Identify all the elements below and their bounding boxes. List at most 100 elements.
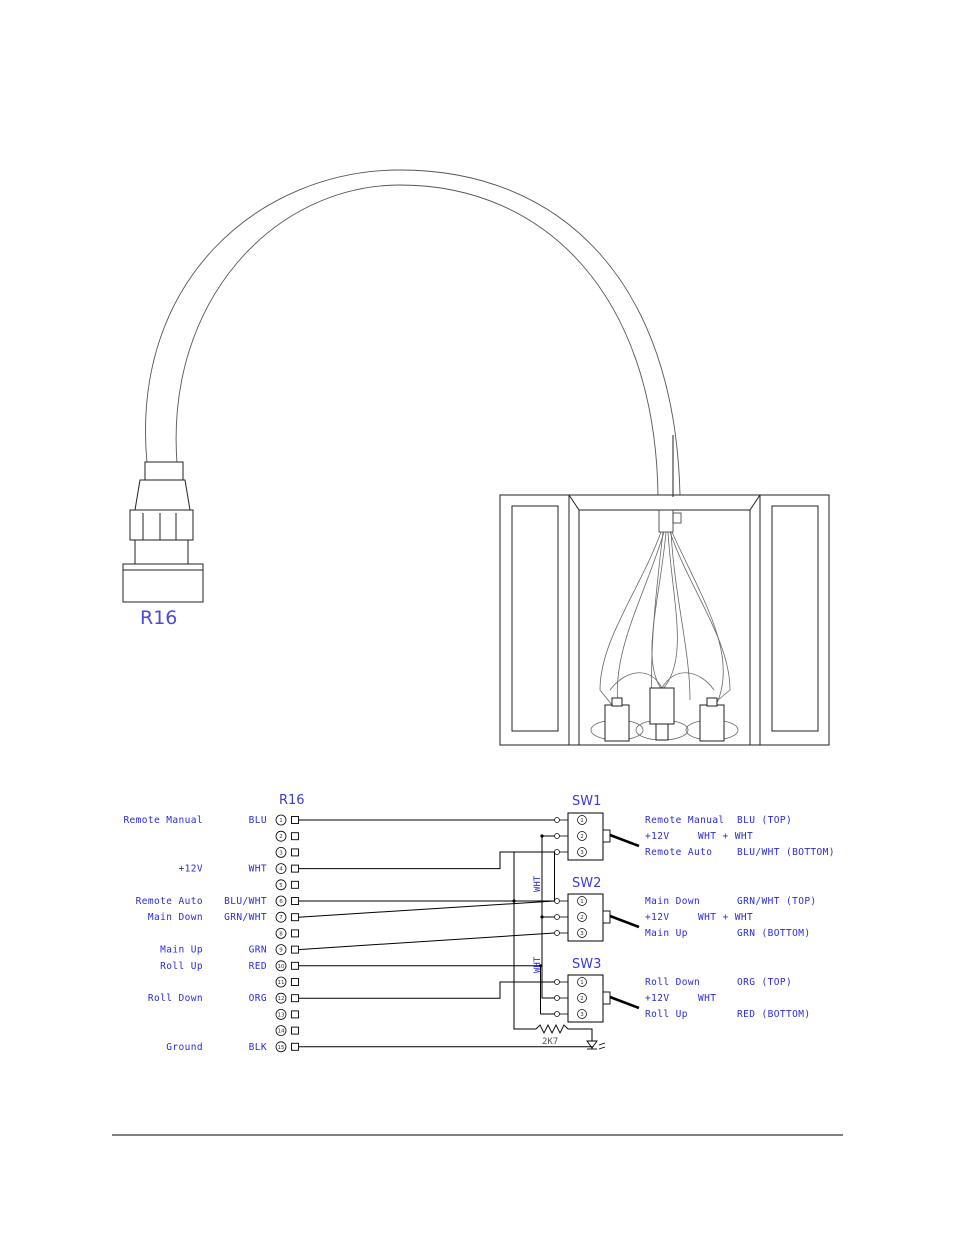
cable-outer-edge bbox=[145, 169, 681, 496]
pin-signal-label: Remote Manual bbox=[123, 815, 203, 826]
pin-signal-label: Remote Auto bbox=[136, 896, 203, 907]
pin-terminal bbox=[291, 1042, 299, 1051]
pin-number-circle bbox=[275, 992, 287, 1004]
switch-wire-label: ORG (TOP) bbox=[737, 977, 792, 988]
box-switch-right bbox=[699, 704, 725, 742]
switch-pin-number: 3 bbox=[580, 931, 584, 937]
wire bbox=[298, 932, 555, 951]
switch-signal-label: Main Down bbox=[645, 896, 700, 907]
pin-number-circle bbox=[275, 830, 287, 842]
switch-wire-label: BLU/WHT (BOTTOM) bbox=[737, 847, 835, 858]
pin-number-circle bbox=[275, 944, 287, 955]
switch-wire-label: BLU (TOP) bbox=[737, 815, 792, 826]
pin-terminal bbox=[291, 929, 299, 938]
resistor-2k7 bbox=[535, 1023, 569, 1035]
pin-number-circle bbox=[275, 1009, 287, 1020]
switch-pin-number: 3 bbox=[580, 850, 584, 856]
pin-row-8: 8 bbox=[275, 928, 299, 939]
pin-number-circle bbox=[275, 814, 287, 826]
pin-row-14: 14 bbox=[275, 1025, 299, 1036]
switch-pin-circle bbox=[577, 977, 587, 987]
pin-number: 7 bbox=[279, 915, 283, 921]
wire bbox=[298, 900, 555, 918]
pin-terminal bbox=[291, 897, 299, 905]
switch-wire-label: WHT + WHT bbox=[698, 831, 753, 842]
pin-row-3: 3 bbox=[275, 847, 299, 858]
pin-terminal bbox=[291, 864, 299, 873]
switch-pin-number: 1 bbox=[580, 818, 584, 824]
pin-number: 12 bbox=[278, 996, 285, 1002]
switch-pin-circle bbox=[577, 847, 587, 857]
pin-row-9: Main Up GRN 9 bbox=[160, 944, 299, 956]
pin-terminal bbox=[291, 961, 299, 970]
wire bbox=[298, 851, 555, 870]
pin-terminal bbox=[291, 994, 299, 1003]
pin-row-11: 11 bbox=[275, 976, 299, 988]
switch-terminal bbox=[554, 898, 560, 904]
pin-wire-color: RED bbox=[249, 961, 267, 972]
pin-terminal bbox=[291, 978, 299, 986]
switch-terminal bbox=[554, 930, 560, 936]
switch-title-sw1: SW1 bbox=[572, 794, 601, 809]
switch-toggle-lever bbox=[609, 833, 640, 848]
bus-label-upper: WHT bbox=[533, 875, 543, 892]
switch-toggle-lever bbox=[609, 995, 640, 1010]
switch-pin-circle bbox=[577, 815, 587, 825]
switch-pin-number: 2 bbox=[580, 915, 584, 921]
wire bbox=[298, 965, 555, 983]
switch-pin-circle bbox=[577, 912, 587, 922]
box-side-panel-left bbox=[511, 505, 559, 732]
pin-signal-label: Main Down bbox=[148, 912, 203, 923]
pin-number: 13 bbox=[278, 1012, 285, 1018]
box-wire-harness bbox=[590, 509, 739, 741]
pin-number-circle bbox=[275, 911, 287, 923]
pin-wire-color: GRN bbox=[249, 945, 267, 956]
pin-row-5: 5 bbox=[275, 879, 299, 891]
wire bbox=[513, 851, 555, 1030]
wire-junction bbox=[540, 834, 544, 838]
pin-wire-color: BLK bbox=[249, 1042, 267, 1053]
pin-signal-label: +12V bbox=[179, 864, 203, 875]
switch-bushing bbox=[602, 910, 611, 924]
schematic-connector-title: R16 bbox=[279, 793, 305, 808]
switch-pin-circle bbox=[577, 928, 587, 938]
pin-number: 2 bbox=[279, 834, 283, 840]
bus-label-lower: WHT bbox=[533, 956, 543, 973]
pin-signal-label: Main Up bbox=[160, 945, 203, 956]
pin-wire-color: ORG bbox=[249, 993, 267, 1004]
pin-terminal bbox=[291, 913, 299, 922]
switch-title-sw2: SW2 bbox=[572, 876, 601, 891]
connector-boot bbox=[144, 461, 184, 481]
switch-signal-label: Roll Up bbox=[645, 1009, 688, 1020]
pin-number: 11 bbox=[278, 980, 285, 986]
switch-terminal bbox=[554, 979, 560, 985]
switch-pin-circle bbox=[577, 993, 587, 1003]
switch-signal-label: +12V bbox=[645, 912, 669, 923]
switch-pin-circle bbox=[577, 831, 587, 841]
switch-signal-label: Remote Manual bbox=[645, 815, 725, 826]
pin-number: 15 bbox=[278, 1045, 285, 1051]
r16-connector-drawing bbox=[122, 461, 204, 603]
pin-number-circle bbox=[275, 960, 287, 972]
pin-number-circle bbox=[275, 1025, 287, 1036]
switch-pin-circle bbox=[577, 896, 587, 906]
pin-number: 1 bbox=[279, 818, 283, 824]
box-side-panel-right bbox=[771, 505, 819, 732]
pin-number: 9 bbox=[279, 948, 283, 954]
pin-number-circle bbox=[275, 1041, 287, 1053]
switch-signal-label: +12V bbox=[645, 993, 669, 1004]
pin-number-circle bbox=[275, 847, 287, 858]
wire-junction bbox=[540, 915, 544, 919]
switch-terminal bbox=[554, 995, 560, 1001]
switch-toggle-lever bbox=[609, 914, 640, 929]
switch-wire-label: GRN (BOTTOM) bbox=[737, 928, 810, 939]
pin-number: 6 bbox=[279, 899, 283, 905]
